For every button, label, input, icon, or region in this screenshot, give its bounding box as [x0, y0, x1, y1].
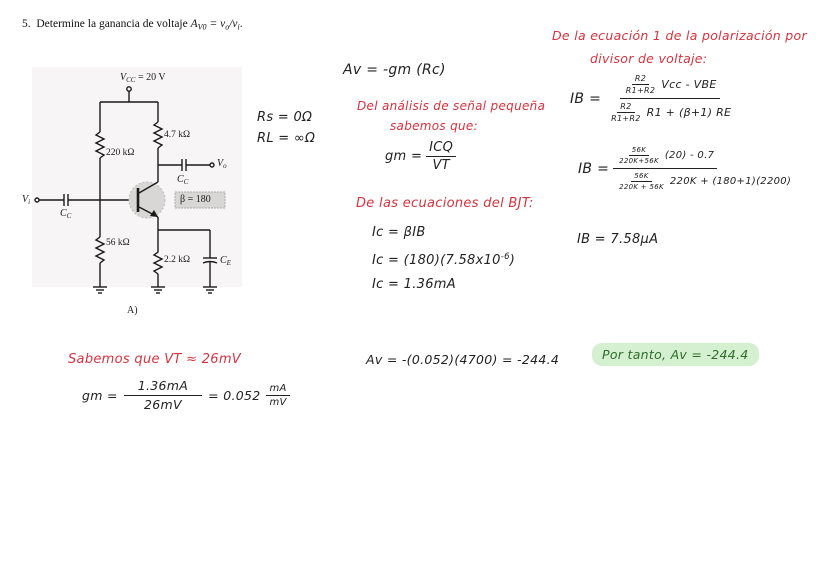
formula-sub-o: o: [225, 22, 230, 32]
gain-symbol: A: [190, 18, 198, 30]
gm-denominator: VT: [432, 158, 450, 173]
r1-label: 220 kΩ: [106, 148, 135, 158]
circuit-diagram: VCC = 20 V 220 kΩ 4.7 kΩ 56 kΩ 2.2 kΩ β …: [22, 62, 247, 322]
re-label: 2.2 kΩ: [164, 255, 191, 265]
cc-in-label: CC: [60, 208, 72, 221]
circuit-caption: A): [127, 305, 138, 316]
gain-subscript: V0: [197, 22, 207, 32]
gm-numerator: ICQ: [426, 140, 457, 157]
vo-label: Vo: [217, 158, 227, 171]
beta-label: β = 180: [180, 194, 211, 205]
problem-number: 5.: [22, 18, 31, 30]
amplifier-schematic-icon: [32, 67, 242, 294]
ib-result: IB = 7.58µA: [577, 232, 659, 247]
formula-part: /v: [229, 18, 238, 30]
bjt-eq-1: Ic = βIB: [372, 225, 426, 240]
given-rl: RL = ∞Ω: [257, 131, 316, 146]
bias-heading-2: divisor de voltaje:: [590, 51, 708, 66]
bjt-eq-3: Ic = 1.36mA: [372, 277, 456, 292]
given-rs: Rs = 0Ω: [257, 110, 313, 125]
problem-text: Determine la ganancia de voltaje: [36, 18, 191, 30]
formula-sub-i: i: [237, 22, 240, 32]
bjt-heading: De las ecuaciones del BJT:: [356, 196, 534, 211]
final-calculation: Av = -(0.052)(4700) = -244.4: [366, 352, 560, 367]
bjt-eq-2: Ic = (180)(7.58x10-6): [372, 251, 516, 269]
ce-label: CE: [220, 255, 231, 268]
conclusion-highlight: Por tanto, Av = -244.4: [592, 343, 759, 366]
vcc-label: VCC = 20 V: [120, 72, 166, 85]
rc-label: 4.7 kΩ: [164, 130, 191, 140]
vi-label: Vi: [22, 194, 31, 207]
small-signal-heading-2: sabemos que:: [390, 119, 478, 133]
formula-part: = v: [206, 18, 226, 30]
cc-out-label: CC: [177, 174, 189, 187]
small-signal-heading-1: Del análisis de señal pequeña: [357, 99, 546, 113]
gain-formula: Av = -gm (Rc): [343, 62, 446, 78]
bias-heading-1: De la ecuación 1 de la polarización por: [552, 28, 807, 43]
r2-label: 56 kΩ: [106, 238, 130, 248]
problem-statement: 5. Determine la ganancia de voltaje AV0 …: [22, 18, 243, 31]
vt-heading: Sabemos que VT ≈ 26mV: [68, 352, 242, 367]
gm-lhs: gm =: [385, 149, 423, 164]
period: .: [239, 18, 243, 30]
